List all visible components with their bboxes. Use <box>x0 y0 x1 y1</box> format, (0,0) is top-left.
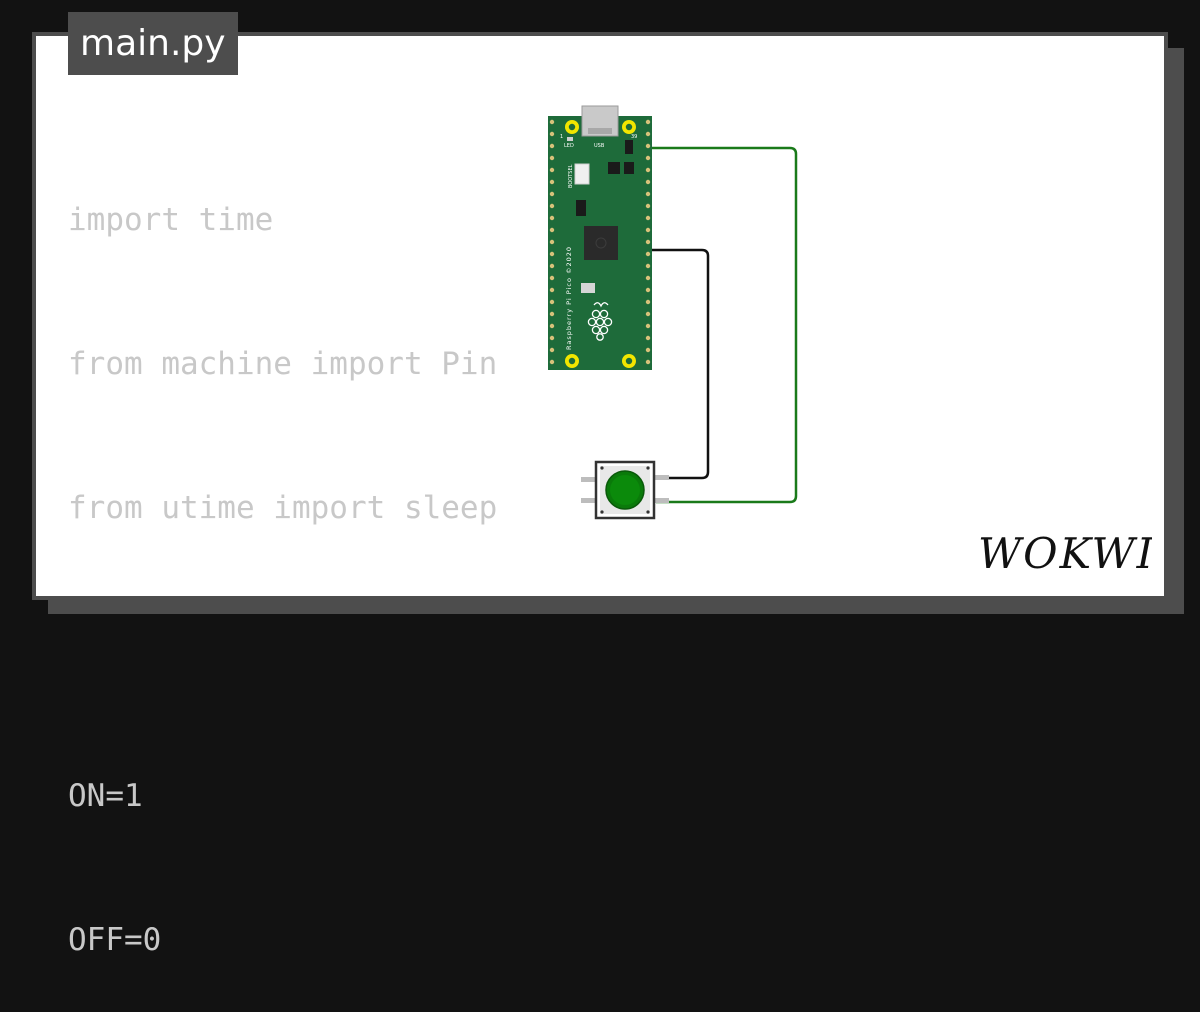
pin-label: 1 <box>560 134 563 140</box>
wokwi-logo[interactable]: WOKWI <box>976 528 1152 576</box>
code-line: ON=1 <box>68 778 143 814</box>
pin-header-left <box>549 119 555 365</box>
bootsel-button[interactable] <box>574 163 590 185</box>
circuit-diagram: 1 39 LED USB BOOTSEL Raspberry Pi Pico ©… <box>548 105 798 520</box>
code-editor[interactable]: import time from machine import Pin from… <box>68 100 538 1012</box>
code-line: from utime import sleep <box>68 490 498 526</box>
wire-green[interactable] <box>644 146 798 504</box>
wire-black[interactable] <box>644 248 710 480</box>
crystal <box>581 283 595 293</box>
pin-label: 39 <box>631 134 637 140</box>
led-icon <box>567 137 573 141</box>
pin-header-right <box>645 119 651 365</box>
code-line: OFF=0 <box>68 922 162 958</box>
code-line <box>68 628 538 676</box>
raspberry-pi-pico-board[interactable]: 1 39 LED USB BOOTSEL Raspberry Pi Pico ©… <box>548 105 652 370</box>
flash-chip <box>576 200 586 216</box>
small-chip <box>624 162 634 174</box>
bootsel-label: BOOTSEL <box>568 164 574 188</box>
board-silkscreen-name: Raspberry Pi Pico ©2020 <box>565 246 573 350</box>
file-tab-main[interactable]: main.py <box>68 12 238 75</box>
usb-label: USB <box>594 143 605 149</box>
raspberry-logo-icon <box>587 302 613 341</box>
file-tab-label: main.py <box>80 23 226 64</box>
pushbutton[interactable] <box>581 460 669 520</box>
code-line: from machine import Pin <box>68 346 498 382</box>
regulator-chip <box>608 162 620 174</box>
led-label: LED <box>564 143 574 149</box>
code-line: import time <box>68 202 274 238</box>
wokwi-logo-text: WOKWI <box>978 529 1152 576</box>
rp2040-chip <box>584 226 618 260</box>
capacitor <box>625 140 633 154</box>
